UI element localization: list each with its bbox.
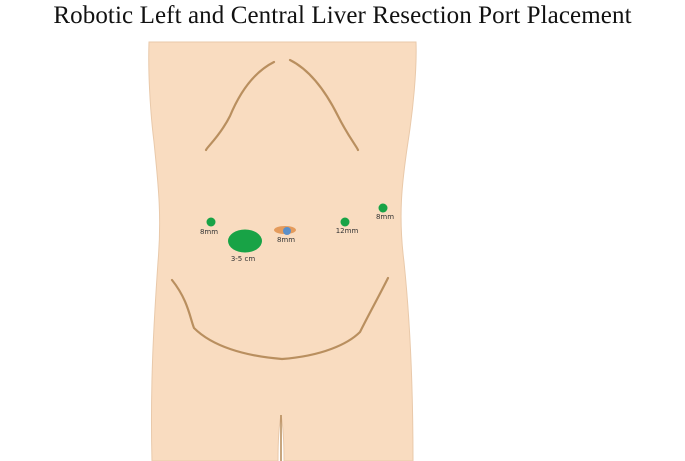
port-label: 8mm: [200, 228, 218, 236]
port-label: 8mm: [376, 213, 394, 221]
port-marker: [228, 229, 262, 253]
port-marker: [206, 217, 216, 227]
port-marker: [340, 217, 350, 227]
port-right-8mm: 8mm: [376, 203, 394, 221]
diagram-title: Robotic Left and Central Liver Resection…: [53, 2, 632, 29]
torso-outline: [148, 41, 417, 461]
port-mid-12mm: 12mm: [336, 217, 359, 235]
lower-abdomen-contour: [170, 276, 390, 361]
port-extraction: 3-5 cm: [228, 229, 262, 263]
port-label: 12mm: [336, 227, 359, 235]
port-label: 3-5 cm: [231, 255, 256, 263]
chest-contour-right: [288, 58, 360, 152]
port-label: 8mm: [277, 236, 295, 244]
port-marker: [283, 227, 291, 235]
port-umbilical-8mm: 8mm: [274, 226, 296, 244]
port-left-8mm: 8mm: [200, 217, 218, 236]
chest-contour-left: [204, 60, 276, 152]
port-marker: [378, 203, 388, 213]
